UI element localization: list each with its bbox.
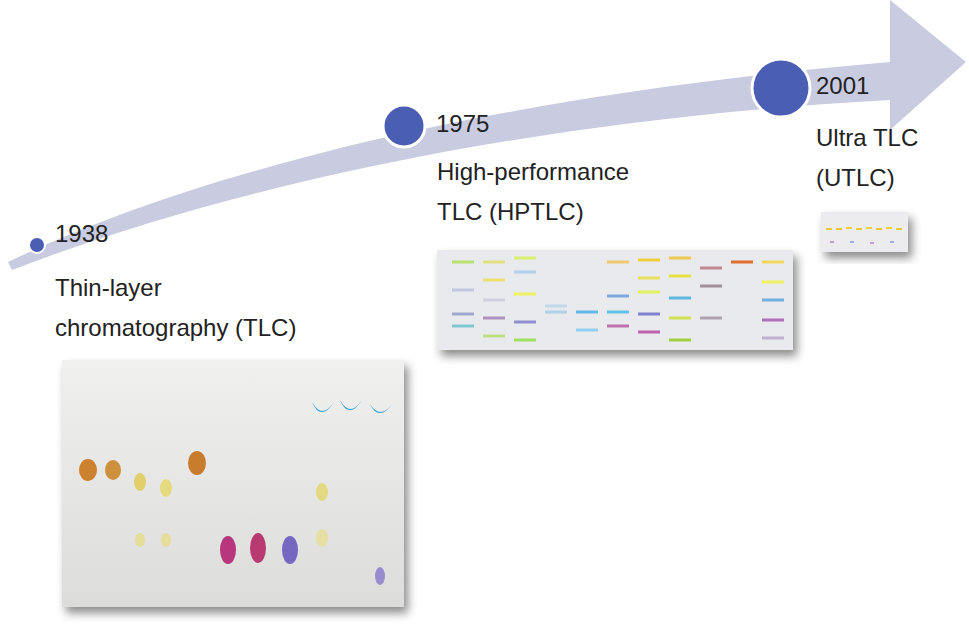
milestone-label: Thin-layer chromatography (TLC) xyxy=(55,268,317,348)
timeline-arrow xyxy=(8,0,966,270)
milestone-dot xyxy=(752,59,810,117)
tlc-plate xyxy=(62,360,404,607)
utlc-plate xyxy=(821,212,908,252)
milestone-dot xyxy=(383,105,425,147)
year-label: 1938 xyxy=(55,214,108,254)
year-label: 1975 xyxy=(436,104,489,144)
milestone-dot xyxy=(29,237,45,253)
hptlc-plate xyxy=(437,250,793,350)
milestone-label: High-performance TLC (HPTLC) xyxy=(437,152,663,232)
milestone-label: Ultra TLC (UTLC) xyxy=(816,118,958,198)
year-label: 2001 xyxy=(816,66,869,106)
